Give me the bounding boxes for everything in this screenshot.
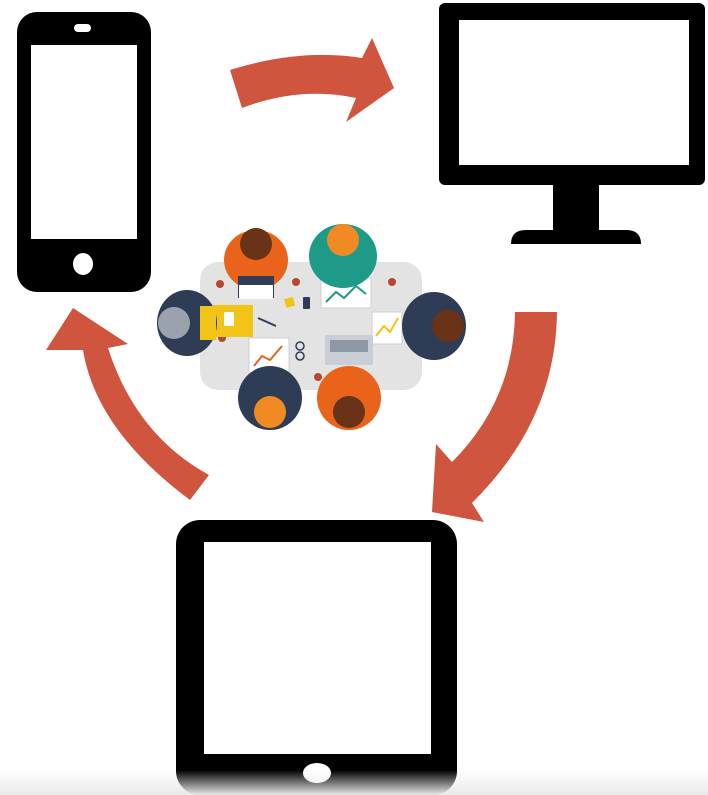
meeting-person [309,224,377,288]
glasses [295,341,305,351]
smartphone-speaker [74,24,91,32]
document [224,312,234,326]
meeting-person [402,292,466,360]
laptop-keyboard [330,340,368,352]
smartphone-home-button [73,253,93,275]
bottom-edge-shadow [0,770,708,795]
cup [292,278,300,286]
meeting-person [317,366,381,430]
smartphone-screen [31,45,137,239]
document-chart [325,284,367,303]
cup [388,278,396,286]
monitor-neck [553,185,599,233]
meeting-person [157,290,217,356]
cycle-arrow-icon [46,308,209,500]
document-chart [253,345,283,367]
meeting-person [238,366,302,430]
tablet-icon [176,520,457,795]
phone [303,297,310,309]
smartphone-icon [17,12,151,292]
sticky-note [284,296,296,308]
document-chart [375,317,399,337]
meeting-person [224,228,288,299]
monitor-base [511,230,641,244]
glasses [295,351,305,361]
monitor-screen [459,20,689,165]
team-meeting-table-illustration [157,224,466,430]
desktop-monitor-icon [439,3,705,244]
cycle-arrow-icon [432,312,557,522]
cup [314,373,322,381]
cycle-arrow-icon [230,38,394,122]
cup [216,280,224,288]
pen [257,317,277,327]
tablet-screen [204,542,431,754]
